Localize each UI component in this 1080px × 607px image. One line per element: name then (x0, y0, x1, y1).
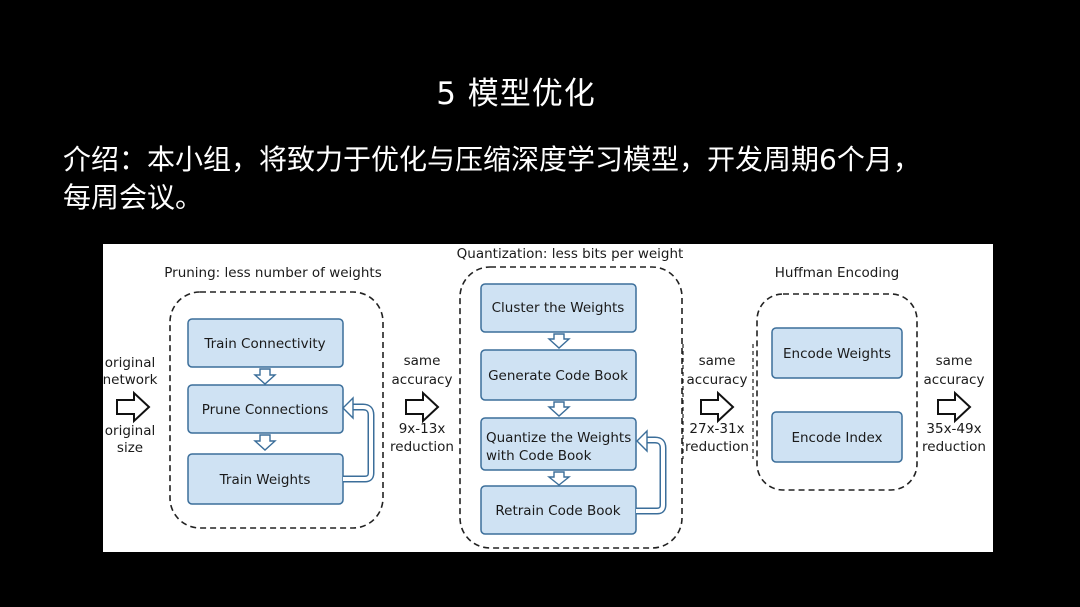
original-network-label-2: network (103, 372, 158, 388)
huffman-group (756, 293, 918, 491)
train-weights-label: Train Weights (219, 472, 311, 488)
encode-index-label: Encode Index (791, 430, 882, 446)
after-huffman-bottom-2: reduction (922, 439, 986, 455)
compression-pipeline-diagram: original network original size Pruning: … (103, 246, 986, 549)
cluster-weights-label: Cluster the Weights (492, 300, 625, 316)
cluster-weights-box (480, 283, 637, 333)
slide-title: 5 模型优化 (436, 76, 596, 112)
loop-arrow-head-icon (636, 429, 648, 453)
encode-weights-box (771, 327, 903, 379)
quantize-weights-label-2: with Code Book (486, 448, 592, 464)
train-connectivity-label: Train Connectivity (203, 336, 325, 352)
after-quantization-top-1: same (699, 353, 736, 369)
after-pruning-top-2: accuracy (392, 372, 453, 388)
intro-line-1: 介绍：本小组，将致力于优化与压缩深度学习模型，开发周期6个月， (63, 143, 921, 176)
quantization-title: Quantization: less bits per weight (457, 246, 684, 262)
pruning-loop-arrow (343, 403, 375, 483)
input-arrow-icon (116, 390, 151, 424)
intro-line-2: 每周会议。 (63, 181, 204, 214)
generate-code-book-box (480, 349, 637, 401)
after-pruning-bottom-2: reduction (390, 439, 454, 455)
after-huffman-top-1: same (936, 353, 973, 369)
quantization-output-arrow-icon (700, 390, 735, 424)
original-size-label-1: original (105, 423, 155, 439)
after-huffman-top-2: accuracy (924, 372, 985, 388)
after-pruning-top-1: same (404, 353, 441, 369)
quantize-weights-box (480, 417, 637, 471)
quantize-weights-label-1: Quantize the Weights (486, 430, 631, 446)
intro-text: 介绍：本小组，将致力于优化与压缩深度学习模型，开发周期6个月， 每周会议。 (63, 141, 1043, 217)
after-quantization-bottom-2: reduction (685, 439, 749, 455)
after-pruning-bottom-1: 9x-13x (399, 421, 446, 437)
after-huffman-bottom-1: 35x-49x (926, 421, 981, 437)
down-arrow-icon (547, 333, 571, 349)
down-arrow-icon (253, 434, 277, 451)
after-quantization-top-2: accuracy (687, 372, 748, 388)
prune-connections-box (187, 384, 344, 434)
pruning-group (169, 291, 384, 529)
retrain-code-book-label: Retrain Code Book (495, 503, 620, 519)
pruning-title: Pruning: less number of weights (164, 265, 382, 281)
generate-code-book-label: Generate Code Book (488, 368, 628, 384)
huffman-title: Huffman Encoding (775, 265, 900, 281)
prune-connections-label: Prune Connections (202, 402, 329, 418)
down-arrow-icon (547, 401, 571, 417)
quantization-group (459, 266, 683, 549)
encode-weights-label: Encode Weights (783, 346, 891, 362)
quantization-loop-arrow (636, 436, 667, 515)
original-network-label-1: original (105, 355, 155, 371)
after-quantization-bottom-1: 27x-31x (689, 421, 744, 437)
down-arrow-icon (547, 471, 571, 486)
compression-pipeline-figure: original network original size Pruning: … (103, 244, 993, 552)
pruning-output-arrow-icon (405, 390, 440, 424)
original-size-label-2: size (117, 440, 143, 456)
huffman-output-arrow-icon (937, 390, 972, 424)
train-connectivity-box (187, 318, 344, 368)
encode-index-box (771, 411, 903, 463)
down-arrow-icon (253, 368, 277, 385)
loop-arrow-head-icon (342, 396, 354, 420)
